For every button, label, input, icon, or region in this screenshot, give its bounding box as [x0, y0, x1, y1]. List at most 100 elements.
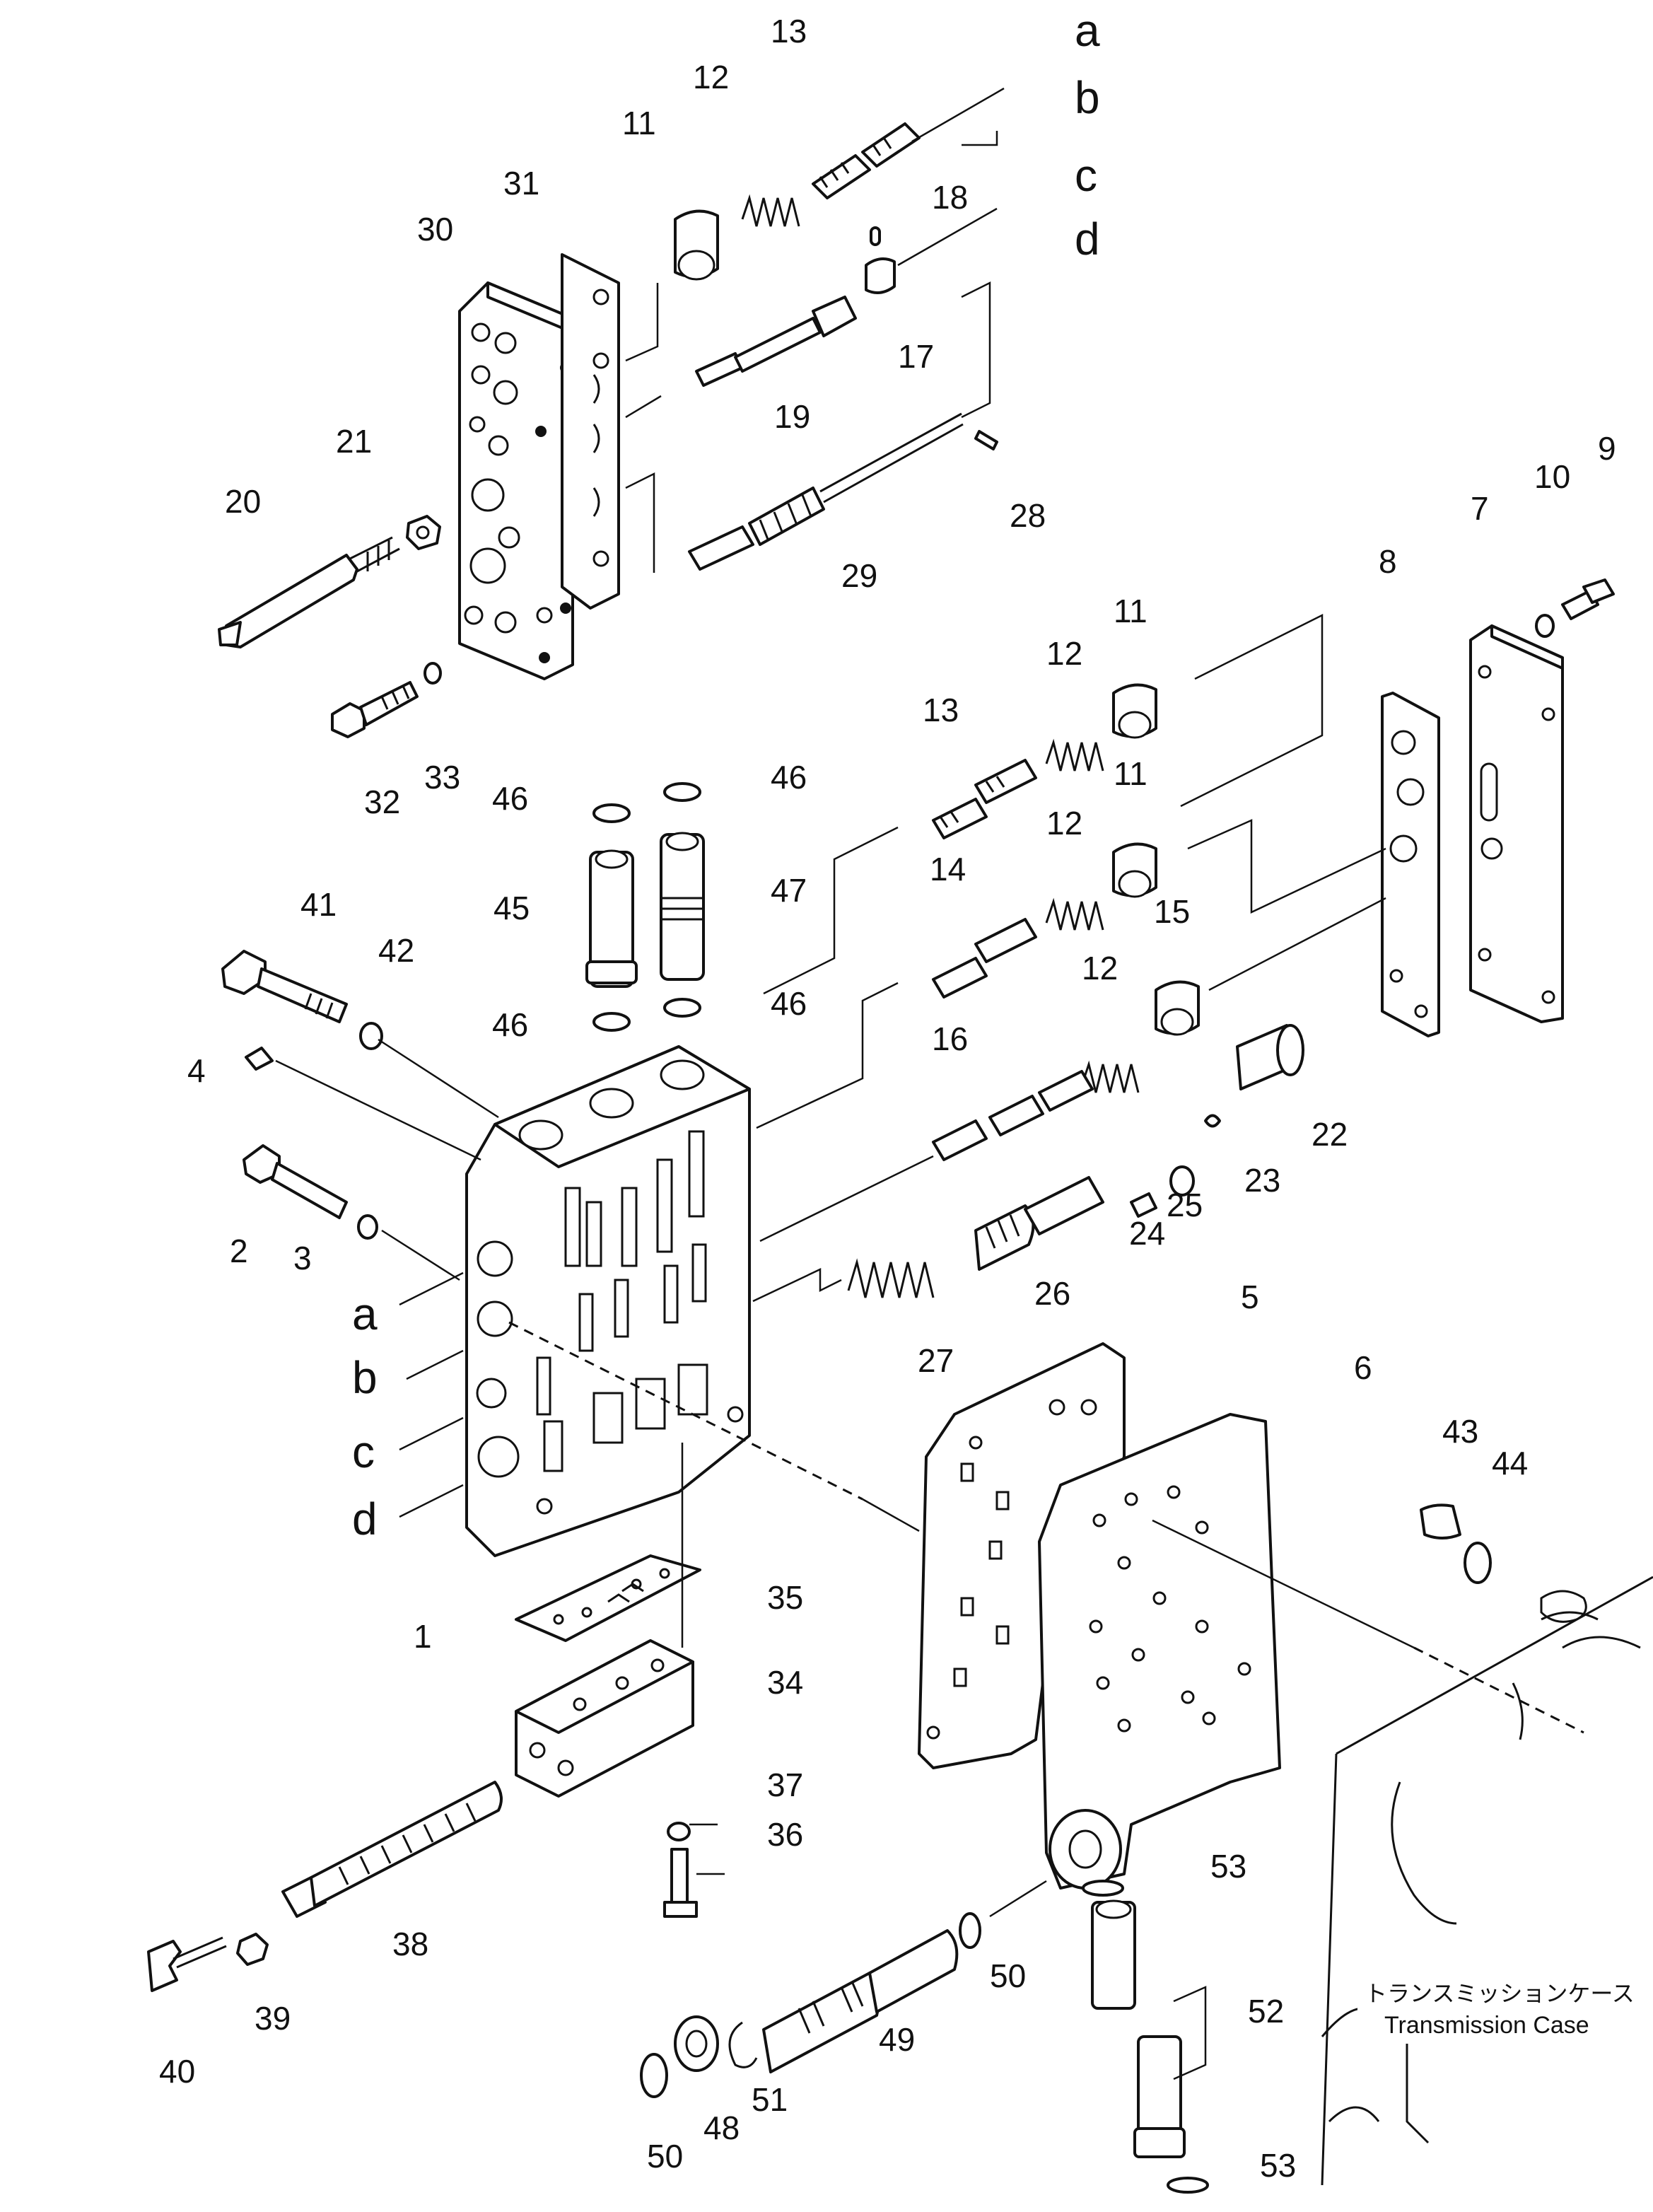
part-12-spring-mid-1	[1045, 738, 1104, 772]
callout-11b: 11	[1114, 593, 1147, 629]
part-1-main-valve-body	[465, 1045, 751, 1557]
part-41-bolt	[221, 950, 348, 1023]
callout-20: 20	[225, 483, 261, 520]
part-12-spring-mid-2	[1045, 897, 1104, 931]
part-49-sleeve	[762, 1929, 959, 2073]
part-9-bolt	[1561, 578, 1615, 620]
part-37-washer	[667, 1822, 691, 1841]
callout-13a: 13	[771, 13, 807, 50]
part-19-spool	[695, 296, 857, 387]
callout-53a: 53	[1210, 1848, 1246, 1885]
callout-25: 25	[1167, 1187, 1203, 1223]
part-16-spool	[932, 1070, 1094, 1161]
part-52-piston-lower	[1133, 2035, 1186, 2158]
callout-12b: 12	[1046, 635, 1082, 672]
part-12-spring-top	[741, 194, 800, 227]
part-47-piston	[660, 832, 705, 981]
callout-50a: 50	[990, 1957, 1026, 1994]
part-53-o-ring-upper	[1082, 1880, 1124, 1897]
callout-46a: 46	[492, 780, 528, 817]
part-21-nut	[406, 515, 441, 550]
part-3-washer	[357, 1214, 378, 1240]
callout-52: 52	[1248, 1993, 1284, 2030]
part-5-separator-plate	[918, 1342, 1126, 1769]
callout-1: 1	[414, 1618, 432, 1655]
callout-30: 30	[417, 211, 453, 248]
port-label-top-c: c	[1075, 150, 1097, 201]
part-24-plug	[1130, 1192, 1157, 1218]
part-42-washer	[359, 1022, 383, 1050]
part-2-bolt	[243, 1144, 348, 1219]
callout-40: 40	[159, 2053, 195, 2090]
callout-10: 10	[1534, 458, 1570, 495]
part-15-sleeve	[1155, 980, 1200, 1036]
port-label-top-b: b	[1075, 72, 1100, 123]
callout-39: 39	[255, 2000, 291, 2037]
callout-4: 4	[187, 1052, 206, 1089]
callout-48: 48	[703, 2109, 740, 2146]
callout-28: 28	[1010, 497, 1046, 534]
part-18-pin	[870, 226, 881, 246]
caption-japanese: トランスミッションケース	[1365, 1981, 1635, 2006]
callout-13b: 13	[923, 692, 959, 728]
callout-15: 15	[1154, 893, 1190, 930]
part-20-lever	[218, 536, 400, 648]
callout-27: 27	[918, 1342, 954, 1379]
callout-16: 16	[932, 1020, 968, 1057]
callout-50b: 50	[647, 2138, 683, 2175]
callout-24: 24	[1129, 1215, 1165, 1252]
part-13-spool-mid	[932, 759, 1037, 839]
part-4-plug	[245, 1047, 274, 1071]
part-7-cover-plate	[1469, 624, 1564, 1023]
part-43-plug	[1420, 1503, 1461, 1539]
callout-33: 33	[424, 759, 460, 796]
part-44-o-ring	[1464, 1542, 1492, 1584]
callout-2: 2	[230, 1233, 248, 1269]
part-31-gasket	[561, 253, 620, 610]
callout-12d: 12	[1082, 950, 1118, 986]
part-45-piston	[585, 849, 638, 988]
callout-36: 36	[767, 1816, 803, 1853]
callout-17: 17	[898, 338, 934, 375]
part-32-bolt	[331, 681, 419, 738]
part-27-spring	[847, 1258, 935, 1298]
callout-51: 51	[752, 2081, 788, 2118]
part-10-washer	[1535, 614, 1555, 638]
part-36-bolt	[663, 1848, 698, 1918]
part-13-spool-top	[812, 122, 921, 199]
part-53-o-ring-lower	[1167, 2177, 1209, 2194]
part-39-nut	[236, 1933, 269, 1966]
port-label-left-a: a	[352, 1288, 378, 1339]
callout-23: 23	[1244, 1162, 1280, 1199]
part-11-sleeve-mid-2	[1112, 842, 1157, 898]
part-40-lever	[147, 1936, 227, 1992]
part-23-pin	[1204, 1114, 1221, 1128]
callout-47: 47	[771, 872, 807, 909]
part-25-washer	[1169, 1165, 1195, 1197]
port-label-left-c: c	[352, 1426, 375, 1477]
callout-12a: 12	[693, 59, 729, 95]
part-11-sleeve-mid-1	[1112, 683, 1157, 739]
callout-43: 43	[1442, 1413, 1478, 1450]
part-30-upper-valve-body	[458, 281, 574, 680]
part-6-main-plate	[1038, 1413, 1281, 1890]
caption-english: Transmission Case	[1384, 2012, 1589, 2039]
callout-6: 6	[1354, 1349, 1372, 1386]
part-34-block	[515, 1639, 694, 1798]
part-48-washer	[674, 2015, 719, 2072]
callout-31: 31	[503, 165, 539, 202]
port-label-top-a: a	[1075, 5, 1100, 56]
part-46-o-ring-3	[592, 1012, 631, 1032]
callout-35: 35	[767, 1579, 803, 1616]
port-label-left-b: b	[352, 1352, 378, 1403]
part-14-spool	[932, 918, 1037, 999]
callout-44: 44	[1492, 1445, 1528, 1482]
callout-41: 41	[300, 886, 337, 923]
callout-46c: 46	[492, 1006, 528, 1043]
callout-7: 7	[1471, 490, 1489, 527]
port-label-left-d: d	[352, 1494, 378, 1544]
callout-53b: 53	[1260, 2147, 1296, 2184]
part-29-shaft	[688, 412, 964, 571]
